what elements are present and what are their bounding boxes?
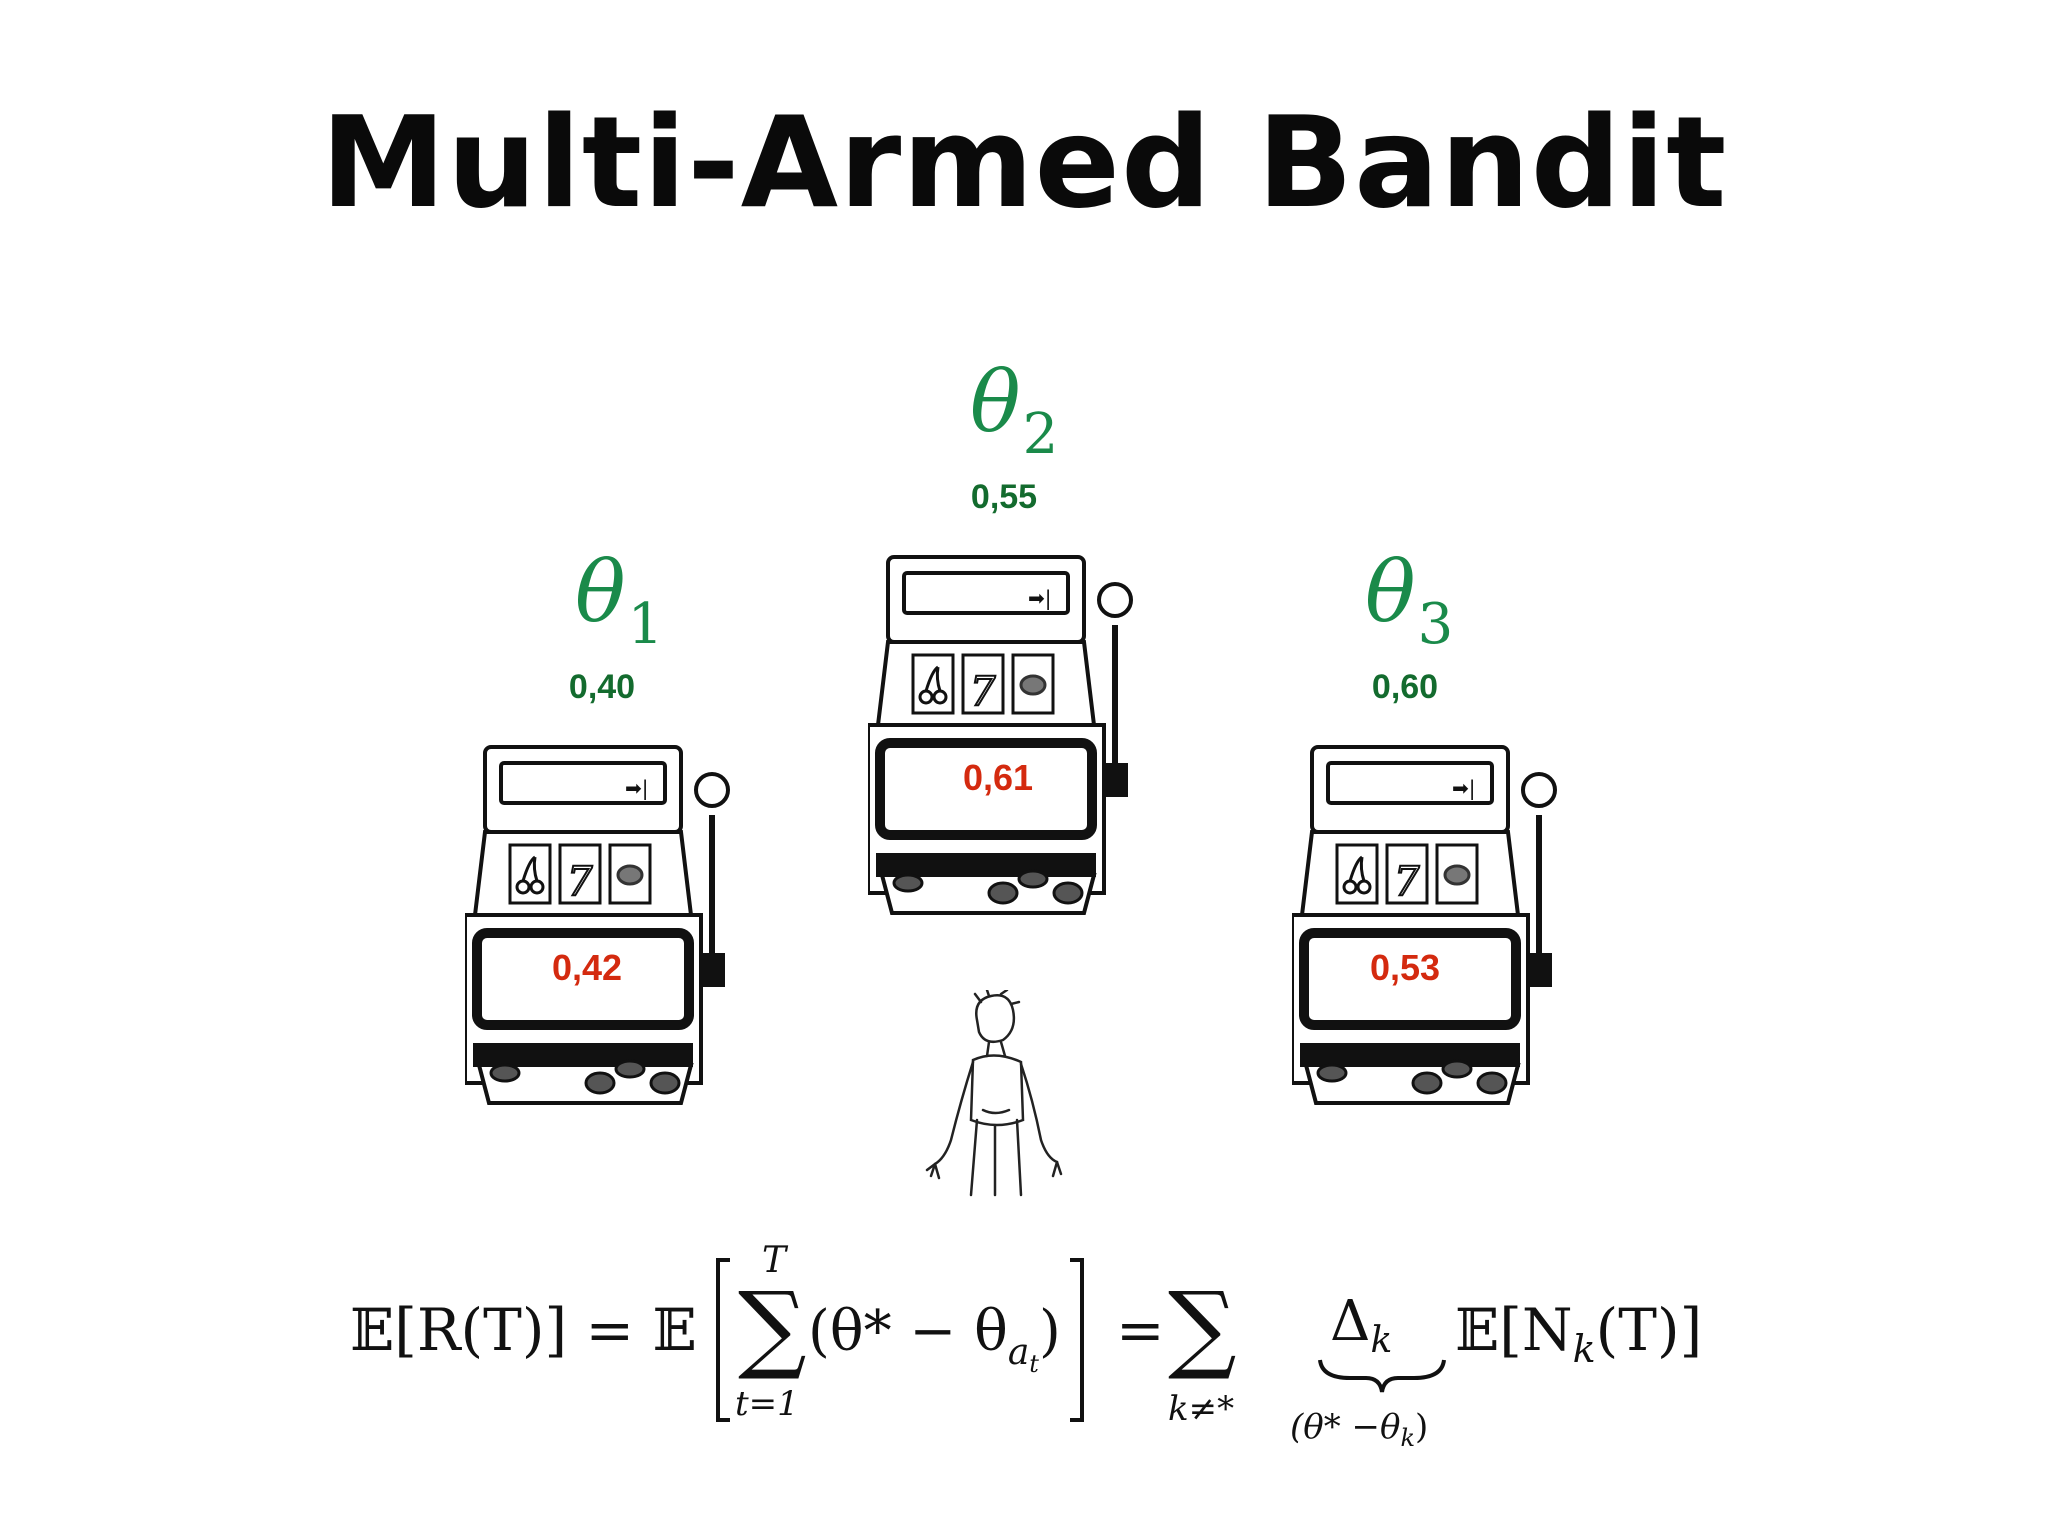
theta-symbol: θ bbox=[1365, 543, 1416, 641]
summand-close: ) bbox=[1039, 1299, 1061, 1364]
cherry-icon bbox=[515, 855, 545, 895]
reels: 7 bbox=[1335, 843, 1479, 906]
delta: Δk bbox=[1330, 1289, 1392, 1361]
svg-text:➡|: ➡| bbox=[1028, 586, 1052, 610]
estimate-value-3: 0,53 bbox=[1369, 947, 1441, 988]
delta-sub: k bbox=[1370, 1320, 1392, 1361]
delta-symbol: Δ bbox=[1330, 1289, 1370, 1354]
seven-icon: 7 bbox=[1394, 859, 1420, 905]
coin-tray bbox=[892, 869, 1084, 905]
reels: 7 bbox=[508, 843, 652, 906]
slot-machine-2[interactable]: ➡| 7 bbox=[868, 555, 1138, 925]
gambler-figure bbox=[925, 990, 1063, 1197]
true-value-1: 0,40 bbox=[568, 668, 636, 706]
theta-label-2: θ2 bbox=[970, 360, 1058, 463]
summand-sub: a bbox=[1008, 1332, 1029, 1373]
reels: 7 bbox=[911, 653, 1055, 716]
true-value-3: 0,60 bbox=[1371, 668, 1439, 706]
summand: (θ* − θat) bbox=[808, 1299, 1061, 1378]
page-title: Multi-Armed Bandit bbox=[320, 89, 1728, 236]
formula-rhs: 𝔼[Nk(T)] bbox=[1455, 1296, 1702, 1371]
lemon-icon bbox=[616, 864, 644, 886]
machine-body: ➡| bbox=[465, 745, 730, 1105]
seven-icon: 7 bbox=[567, 859, 593, 905]
summand-subsub: t bbox=[1029, 1350, 1039, 1378]
brace-label: (θ* −θk) bbox=[1290, 1407, 1428, 1452]
formula-lhs: 𝔼[R(T)] = 𝔼 bbox=[350, 1296, 697, 1364]
brace-label-close: ) bbox=[1415, 1407, 1428, 1447]
svg-text:➡|: ➡| bbox=[625, 776, 649, 800]
summand-main: (θ* − θ bbox=[808, 1299, 1008, 1364]
lemon-icon bbox=[1019, 674, 1047, 696]
theta-index: 3 bbox=[1417, 592, 1454, 657]
svg-text:➡|: ➡| bbox=[1452, 776, 1476, 800]
sum2-sign: ∑ bbox=[1168, 1271, 1237, 1383]
brace-label-main: (θ* −θ bbox=[1290, 1407, 1401, 1447]
equals-sign: = bbox=[1116, 1296, 1165, 1364]
sum-sign: ∑ bbox=[738, 1271, 807, 1383]
underbrace bbox=[1318, 1359, 1446, 1393]
theta-label-3: θ3 bbox=[1365, 550, 1453, 653]
slot-machine-1[interactable]: ➡| 7 bbox=[465, 745, 735, 1115]
machine-body: ➡| bbox=[868, 555, 1133, 915]
estimate-value-2: 0,61 bbox=[962, 757, 1034, 798]
right-bracket bbox=[1070, 1258, 1084, 1422]
brace-label-sub: k bbox=[1401, 1424, 1416, 1452]
sum-upper: T bbox=[762, 1240, 789, 1281]
rhs-close: (T)] bbox=[1596, 1296, 1703, 1364]
estimate-value-1: 0,42 bbox=[551, 947, 623, 988]
machine-body: ➡| bbox=[1292, 745, 1557, 1105]
lemon-icon bbox=[1443, 864, 1471, 886]
seven-icon: 7 bbox=[970, 669, 996, 715]
theta-label-1: θ1 bbox=[575, 550, 663, 653]
coin-tray bbox=[1316, 1059, 1508, 1095]
left-bracket bbox=[716, 1258, 730, 1422]
regret-formula: 𝔼[R(T)] = 𝔼 T ∑ t=1 (θ* − θat) = ∑ k≠* Δ… bbox=[350, 1240, 1702, 1452]
theta-symbol: θ bbox=[575, 543, 626, 641]
true-value-2: 0,55 bbox=[970, 478, 1038, 516]
rhs-main: 𝔼[N bbox=[1455, 1296, 1573, 1364]
cherry-icon bbox=[1342, 855, 1372, 895]
theta-index: 2 bbox=[1022, 402, 1059, 467]
sum-lower: t=1 bbox=[735, 1384, 799, 1424]
theta-symbol: θ bbox=[970, 353, 1021, 451]
cherry-icon bbox=[918, 665, 948, 705]
theta-index: 1 bbox=[627, 592, 664, 657]
slot-machine-3[interactable]: ➡| 7 bbox=[1292, 745, 1562, 1115]
coin-tray bbox=[489, 1059, 681, 1095]
rhs-sub: k bbox=[1573, 1327, 1596, 1371]
sum2-lower: k≠* bbox=[1168, 1389, 1234, 1429]
